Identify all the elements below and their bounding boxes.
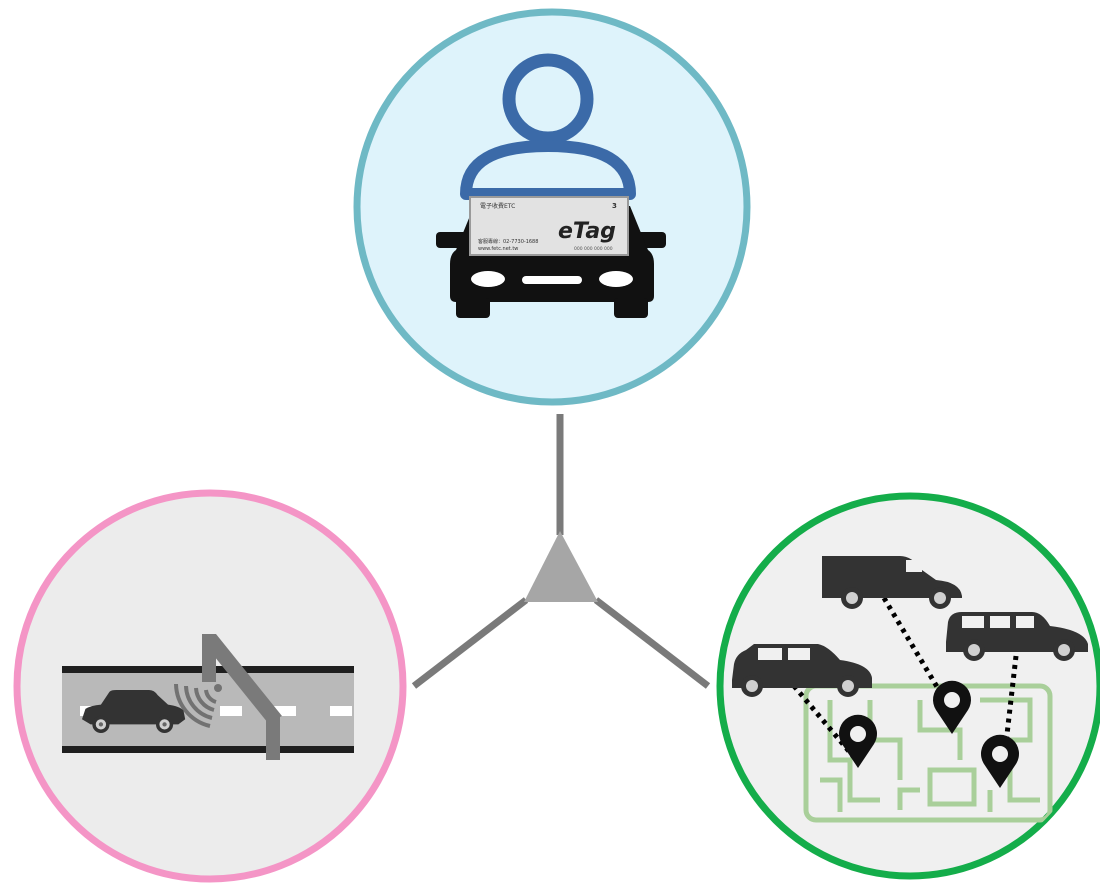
etag-serial: 000 000 000 000 [574,246,613,252]
etag-issuer: 電子收費ETC [480,202,515,210]
user-etag-circle: 電子收費ETC 3 eTag 客服專線：02-7730-1688 www.fet… [357,12,747,402]
connector-right [596,600,708,686]
etag-website: www.fetc.net.tw [478,246,518,252]
hub-triangle [524,531,598,602]
etag-number: 3 [612,202,617,210]
vehicle-map-circle [720,496,1100,876]
etag-brand: eTag [558,219,616,244]
toll-gantry-circle [17,493,403,879]
connector-lines [414,414,708,686]
etag-hotline: 客服專線：02-7730-1688 [478,238,538,245]
etag-card-icon: 電子收費ETC 3 eTag 客服專線：02-7730-1688 www.fet… [470,197,628,255]
connector-left [414,600,526,686]
